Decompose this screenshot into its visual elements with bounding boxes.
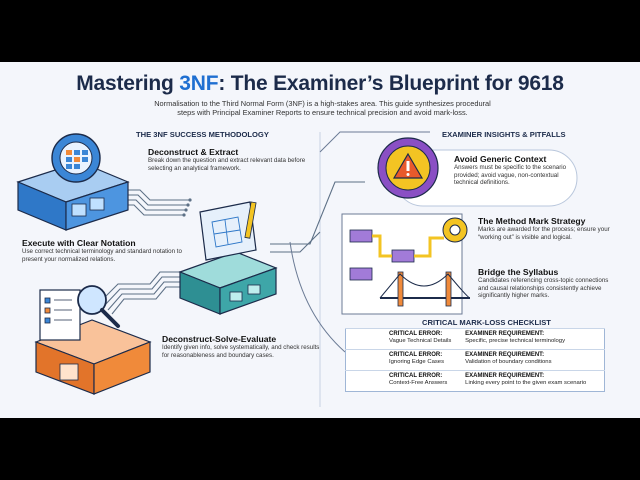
right-section-title: EXAMINER INSIGHTS & PITFALLS <box>442 130 566 139</box>
step-1: Deconstruct & Extract Break down the que… <box>148 147 308 172</box>
blue-factory-illustration <box>16 133 130 231</box>
teal-building-illustration <box>178 201 278 315</box>
step-3: Deconstruct-Solve-Evaluate Identify give… <box>162 334 322 359</box>
error-label: CRITICAL ERROR: <box>389 373 443 379</box>
error-cell: CRITICAL ERROR:Context-Free Answers <box>386 370 463 392</box>
step-text: Identify given info, solve systematicall… <box>162 344 320 359</box>
step-text: Break down the question and extract rele… <box>148 157 306 172</box>
page-title: Mastering 3NF: The Examiner’s Blueprint … <box>0 72 640 96</box>
checklist-row: CRITICAL ERROR:Context-Free Answers EXAM… <box>345 370 605 392</box>
insight-heading: Bridge the Syllabus <box>478 267 559 277</box>
error-text: Vague Technical Details <box>389 338 452 344</box>
requirement-label: EXAMINER REQUIREMENT: <box>465 373 545 379</box>
illustration-layer: ? <box>16 131 578 407</box>
step-heading: Deconstruct & Extract <box>148 147 239 157</box>
requirement-label: EXAMINER REQUIREMENT: <box>465 352 545 358</box>
error-text: Context-Free Answers <box>389 380 448 386</box>
error-label: CRITICAL ERROR: <box>389 352 443 358</box>
title-text: Mastering <box>76 72 180 95</box>
error-label: CRITICAL ERROR: <box>389 331 443 337</box>
insight-text: Candidates referencing cross-topic conne… <box>478 277 609 300</box>
error-cell: CRITICAL ERROR:Vague Technical Details <box>386 328 463 350</box>
infographic-poster: ? Mastering 3NF: The Examiner’s Blueprin… <box>0 62 640 418</box>
requirement-text: Specific, precise technical terminology <box>465 338 566 344</box>
question-icon-cell <box>345 328 386 350</box>
warning-panel <box>377 137 578 207</box>
page-subtitle: Normalisation to the Third Normal Form (… <box>154 99 491 117</box>
checklist-row: CRITICAL ERROR:Ignoring Edge Cases EXAMI… <box>345 349 605 371</box>
insight-3: Bridge the Syllabus Candidates referenci… <box>478 267 620 300</box>
step-heading: Deconstruct-Solve-Evaluate <box>162 334 277 344</box>
wave-icon-cell <box>345 349 386 371</box>
insight-1: Avoid Generic Context Answers must be sp… <box>454 154 572 187</box>
step-2: Execute with Clear Notation Use correct … <box>22 238 182 263</box>
bridge-illustration <box>379 271 471 307</box>
insight-heading: The Method Mark Strategy <box>478 216 586 226</box>
error-text: Ignoring Edge Cases <box>389 359 445 365</box>
insight-2: The Method Mark Strategy Marks are award… <box>478 216 616 241</box>
checklist-table: CRITICAL ERROR:Vague Technical Details E… <box>345 328 605 392</box>
title-accent: 3NF <box>179 72 219 95</box>
insight-text: Marks are awarded for the process; ensur… <box>478 226 610 241</box>
requirement-label: EXAMINER REQUIREMENT: <box>465 331 545 337</box>
step-text: Use correct technical terminology and st… <box>22 248 182 263</box>
link-icon-cell <box>345 370 386 392</box>
title-text-rest: : The Examiner’s Blueprint for 9618 <box>218 72 564 95</box>
orange-building-illustration <box>34 285 152 395</box>
insight-text: Answers must be specific to the scenario… <box>454 164 567 187</box>
left-section-title: THE 3NF SUCCESS METHODOLOGY <box>136 130 269 139</box>
step-heading: Execute with Clear Notation <box>22 238 136 248</box>
requirement-cell: EXAMINER REQUIREMENT:Specific, precise t… <box>462 328 605 350</box>
insight-heading: Avoid Generic Context <box>454 154 547 164</box>
requirement-cell: EXAMINER REQUIREMENT:Linking every point… <box>462 370 605 392</box>
requirement-text: Validation of boundary conditions <box>465 359 552 365</box>
requirement-cell: EXAMINER REQUIREMENT:Validation of bound… <box>462 349 605 371</box>
requirement-text: Linking every point to the given exam sc… <box>465 380 587 386</box>
checklist-title: CRITICAL MARK-LOSS CHECKLIST <box>422 318 551 327</box>
error-cell: CRITICAL ERROR:Ignoring Edge Cases <box>386 349 463 371</box>
checklist-row: CRITICAL ERROR:Vague Technical Details E… <box>345 328 605 350</box>
